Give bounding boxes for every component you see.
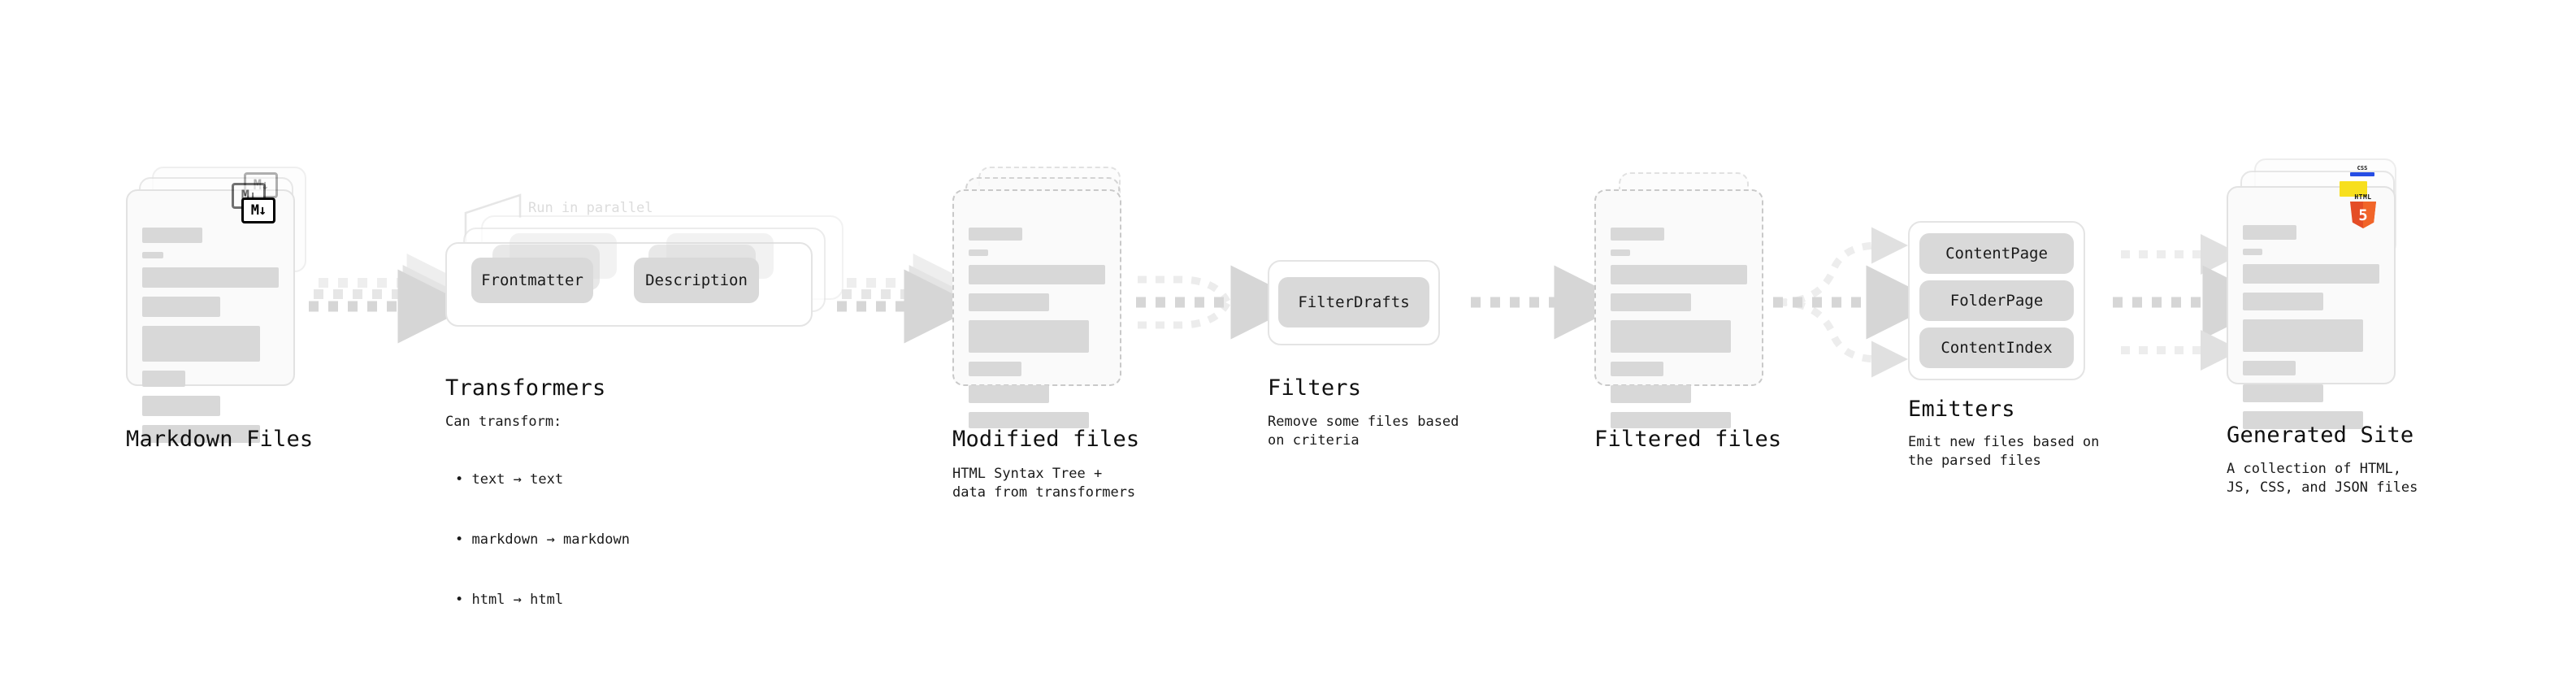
modified-card-front [952,189,1121,386]
transformer-chip-description[interactable]: Description [634,258,759,303]
transformer-chip-frontmatter[interactable]: Frontmatter [471,258,593,303]
stage-title-filtered-files: Filtered files [1594,427,1782,452]
html5-icon-label: HTML [2354,193,2372,201]
transformers-bullet-1: • markdown → markdown [455,531,630,548]
markdown-placeholder-lines [142,228,279,452]
arrow-markdown-to-transformers [309,254,472,344]
stage-markdown-files: M↓ M↓ M↓ [126,167,313,443]
stage-transformers: Frontmatter Description [445,215,852,345]
emitter-chip-contentpage[interactable]: ContentPage [1919,233,2074,274]
html5-icon-digit: 5 [2358,206,2368,224]
emitter-chip-folderpage[interactable]: FolderPage [1919,280,2074,321]
stage-filtered-files [1594,167,1781,428]
markdown-icon: M↓ [241,197,275,223]
arrow-emitters-to-site [2113,234,2277,371]
filtered-card-front [1594,189,1763,386]
arrow-modified-to-filters [1136,265,1305,340]
site-placeholder-lines [2243,225,2379,438]
transformers-subtitle: Can transform: [445,414,562,430]
transformers-bullet-2: • html → html [455,591,564,608]
generated-site-subtitle: A collection of HTML, JS, CSS, and JSON … [2227,461,2418,496]
css3-icon: CSS [2350,165,2374,176]
arrow-filtered-to-emitters [1773,227,1941,378]
stage-title-generated-site: Generated Site [2227,423,2414,448]
modified-placeholder-lines [969,228,1105,437]
filtered-placeholder-lines [1611,228,1747,437]
stage-generated-site: CSS HTML 5 [2227,158,2422,429]
run-in-parallel-annotation: Run in parallel [528,200,653,216]
html5-icon: HTML 5 [2350,193,2376,228]
modified-files-subtitle: HTML Syntax Tree + data from transformer… [952,466,1136,501]
filters-subtitle: Remove some files based on criteria [1268,414,1459,449]
stage-title-emitters: Emitters [1908,397,2015,422]
stage-modified-files [952,167,1139,428]
transformers-bullet-0: • text → text [455,471,564,488]
stage-title-transformers: Transformers [445,375,606,401]
stage-title-markdown-files: Markdown Files [126,427,314,452]
css3-icon-label: CSS [2357,165,2368,171]
filter-chip-filterdrafts[interactable]: FilterDrafts [1278,277,1429,327]
stage-emitters: ContentPage FolderPage ContentIndex [1908,221,2095,384]
transformers-bullet-list: • text → text • markdown → markdown • ht… [455,433,630,646]
stage-title-filters: Filters [1268,375,1362,401]
stage-title-modified-files: Modified files [952,427,1140,452]
javascript-icon [2340,181,2367,197]
stage-filters: FilterDrafts [1268,260,1442,349]
emitters-subtitle: Emit new files based on the parsed files [1908,434,2100,469]
emitter-chip-contentindex[interactable]: ContentIndex [1919,327,2074,368]
